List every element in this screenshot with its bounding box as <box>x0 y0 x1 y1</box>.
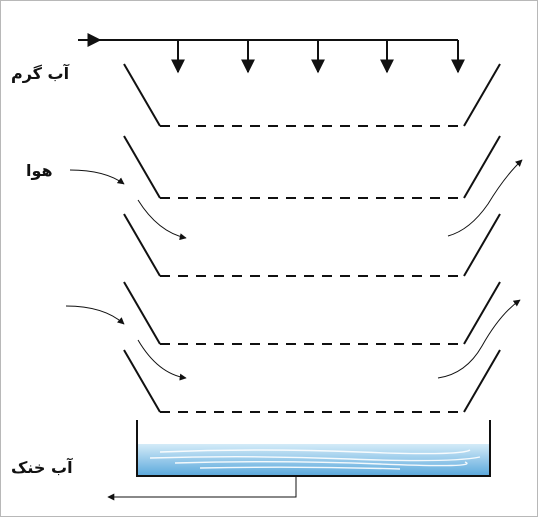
air-flow <box>65 159 523 381</box>
tier-right-wall <box>463 213 501 277</box>
air-out-arrow-lower <box>437 299 521 379</box>
tier-right-wall <box>463 281 501 345</box>
air-through-arrow-lower-left <box>137 339 187 381</box>
fill-tier-4 <box>123 281 501 345</box>
fill-tier-5 <box>123 349 501 413</box>
tier-right-wall <box>463 349 501 413</box>
tier-left-wall <box>123 63 161 127</box>
air-out-arrow-upper <box>447 159 523 237</box>
tier-left-wall <box>123 135 161 199</box>
hot-water-label: آب گرم <box>11 63 70 83</box>
tier-left-wall <box>123 281 161 345</box>
fill-tier-2 <box>123 135 501 199</box>
tier-right-wall <box>463 135 501 199</box>
cool-water-outlet-arrow <box>107 476 297 501</box>
air-in-arrow-upper <box>69 169 125 185</box>
air-through-arrow-upper-left <box>137 199 187 241</box>
fill-tiers <box>123 63 501 413</box>
cold-water-basin <box>107 420 491 501</box>
fill-tier-1 <box>123 63 501 127</box>
air-label: هوا <box>26 161 53 180</box>
tier-right-wall <box>463 63 501 127</box>
fill-tier-3 <box>123 213 501 277</box>
cool-water-label: آب خنک <box>11 457 73 477</box>
tier-left-wall <box>123 349 161 413</box>
basin-walls <box>136 420 491 477</box>
hot-water-inlet <box>78 33 465 74</box>
water-ripples <box>149 449 481 470</box>
air-in-arrow-lower <box>65 305 125 325</box>
tier-left-wall <box>123 213 161 277</box>
